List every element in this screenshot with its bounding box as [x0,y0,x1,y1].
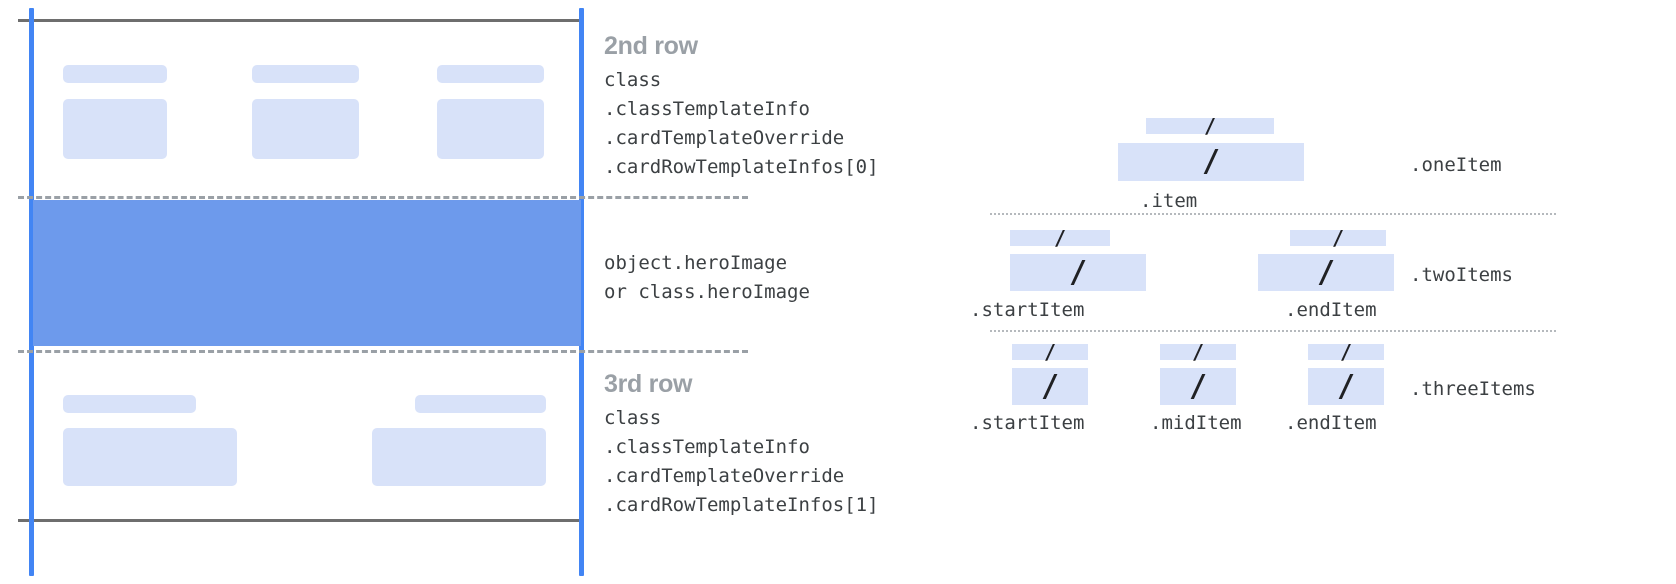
twoitems-start-label-box: / [1010,226,1110,250]
slash-icon: / [1203,114,1217,138]
card-bottom-rule [18,519,581,522]
slash-icon: / [1040,368,1060,404]
hero-image-band [33,200,581,346]
row3-code-path: class .classTemplateInfo .cardTemplateOv… [604,407,879,516]
row3-title: 3rd row [604,370,693,398]
slash-icon: / [1068,254,1088,290]
row2-value-chip-3 [437,99,544,159]
row2-label-chip-3 [437,65,544,83]
twoitems-end-value-box: / [1258,254,1394,291]
row2-label-chip-1 [63,65,167,83]
row2-code-path: class .classTemplateInfo .cardTemplateOv… [604,69,879,178]
card-top-rule [18,19,581,22]
oneitem-label-box: / [1146,114,1274,138]
threeitems-start-label-box: / [1012,340,1088,364]
hero-code-path: object.heroImage or class.heroImage [604,252,810,303]
threeitems-mid-label-box: / [1160,340,1236,364]
card-right-guide [579,8,584,576]
hero-annotation: object.heroImage or class.heroImage [604,249,810,307]
oneitem-item-label: .item [1140,190,1198,212]
item-group-divider-1 [990,213,1556,215]
row3-annotation: 3rd row class .classTemplateInfo .cardTe… [604,368,879,520]
row2-title: 2nd row [604,32,698,60]
item-group-divider-2 [990,330,1556,332]
row-divider-lower [18,350,748,353]
slash-icon: / [1336,368,1356,404]
threeitems-mid-label: .midItem [1150,412,1242,434]
threeitems-start-value-box: / [1012,368,1088,405]
card-left-guide [29,8,34,576]
twoitems-end-label: .endItem [1285,299,1377,321]
threeitems-start-label: .startItem [970,412,1085,434]
oneitem-value-box: / [1118,143,1304,181]
row3-label-chip-1 [63,395,196,413]
slash-icon: / [1316,254,1336,290]
slash-icon: / [1339,340,1353,364]
slash-icon: / [1043,340,1057,364]
row-divider-upper [18,196,748,199]
threeitems-group-label: .threeItems [1410,378,1536,400]
twoitems-group-label: .twoItems [1410,264,1513,286]
slash-icon: / [1053,226,1067,250]
oneitem-group-label: .oneItem [1410,154,1502,176]
row3-label-chip-2 [415,395,546,413]
row2-value-chip-1 [63,99,167,159]
row3-value-chip-1 [63,428,237,486]
threeitems-end-label: .endItem [1285,412,1377,434]
twoitems-start-value-box: / [1010,254,1146,291]
row2-annotation: 2nd row class .classTemplateInfo .cardTe… [604,30,879,182]
threeitems-end-value-box: / [1308,368,1384,405]
row2-value-chip-2 [252,99,359,159]
twoitems-end-label-box: / [1290,226,1386,250]
card-template-diagram [0,0,748,584]
slash-icon: / [1331,226,1345,250]
threeitems-mid-value-box: / [1160,368,1236,405]
slash-icon: / [1191,340,1205,364]
threeitems-end-label-box: / [1308,340,1384,364]
slash-icon: / [1188,368,1208,404]
row2-label-chip-2 [252,65,359,83]
row3-value-chip-2 [372,428,546,486]
slash-icon: / [1201,144,1221,179]
twoitems-start-label: .startItem [970,299,1085,321]
item-layout-diagram: / / .item .oneItem / / .startItem / / .e… [960,0,1676,584]
